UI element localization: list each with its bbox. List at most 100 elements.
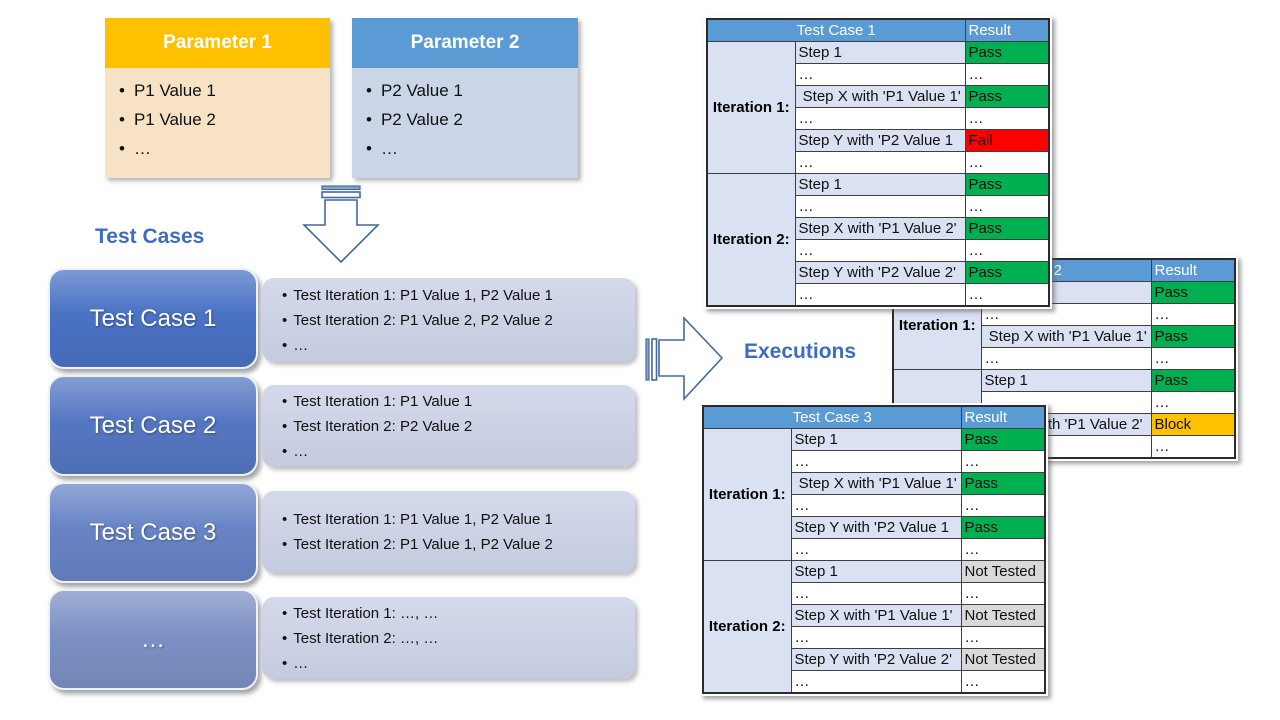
result-cell: …	[964, 63, 1050, 86]
step-cell: Step Y with 'P2 Value 2'	[794, 261, 966, 284]
result-cell: …	[960, 670, 1046, 694]
parameter-1-values: P1 Value 1P1 Value 2…	[105, 68, 330, 178]
bullet-item: P2 Value 2	[366, 105, 578, 134]
result-cell: …	[964, 283, 1050, 307]
result-cell: …	[960, 538, 1046, 561]
result-cell: Not Tested	[960, 648, 1046, 671]
result-cell: Fail	[964, 129, 1050, 152]
bullet-item: P1 Value 2	[119, 105, 330, 134]
step-cell: Step X with 'P1 Value 1'	[790, 472, 962, 495]
result-cell: Pass	[1150, 325, 1236, 348]
result-cell: Pass	[964, 85, 1050, 108]
step-cell: Step X with 'P1 Value 1'	[980, 325, 1152, 348]
step-cell: …	[980, 347, 1152, 370]
table-title: Test Case 1	[706, 18, 966, 42]
iteration-label-cell: Iteration 2:	[706, 173, 796, 307]
bullet-item: …	[366, 134, 578, 163]
result-cell: …	[964, 239, 1050, 262]
step-cell: …	[794, 239, 966, 262]
bullet-item: Test Iteration 2: …, …	[282, 626, 635, 651]
result-cell: Pass	[960, 472, 1046, 495]
bullet-item: …	[282, 439, 635, 464]
step-cell: …	[790, 626, 962, 649]
test-cases-heading: Test Cases	[95, 225, 205, 248]
step-cell: Step Y with 'P2 Value 1	[790, 516, 962, 539]
result-cell: …	[1150, 391, 1236, 414]
result-cell: …	[1150, 303, 1236, 326]
bullet-item: Test Iteration 2: P1 Value 1, P2 Value 2	[282, 532, 635, 557]
step-cell: Step 1	[790, 560, 962, 583]
result-cell: Not Tested	[960, 604, 1046, 627]
iteration-label-cell: Iteration 1:	[702, 428, 792, 561]
executions-heading: Executions	[744, 340, 857, 363]
test-case-more-label: …	[141, 625, 165, 653]
test-case-more-iterations: Test Iteration 1: …, …Test Iteration 2: …	[262, 597, 635, 679]
test-case-1-iterations: Test Iteration 1: P1 Value 1, P2 Value 1…	[262, 278, 635, 362]
bullet-item: P2 Value 1	[366, 76, 578, 105]
bullet-item: P1 Value 1	[119, 76, 330, 105]
bullet-item: Test Iteration 2: P2 Value 2	[282, 414, 635, 439]
right-arrow-icon	[645, 315, 724, 402]
step-cell: …	[980, 303, 1152, 326]
step-cell: Step Y with 'P2 Value 2'	[790, 648, 962, 671]
result-cell: …	[964, 151, 1050, 174]
step-cell: Step X with 'P1 Value 1'	[794, 85, 966, 108]
test-case-3-iterations: Test Iteration 1: P1 Value 1, P2 Value 1…	[262, 491, 635, 573]
result-cell: Block	[1150, 413, 1236, 436]
result-column-header: Result	[964, 18, 1050, 42]
parameter-2-values: P2 Value 1P2 Value 2…	[352, 68, 578, 178]
down-arrow-icon	[302, 185, 380, 264]
iteration-label-cell: Iteration 2:	[702, 560, 792, 694]
test-case-2-shape: Test Case 2	[48, 375, 258, 476]
step-cell: Step X with 'P1 Value 2'	[794, 217, 966, 240]
step-cell: …	[794, 195, 966, 218]
table-title: Test Case 3	[702, 405, 962, 429]
step-cell: …	[790, 538, 962, 561]
parameter-1-title: Parameter 1	[105, 18, 330, 68]
bullet-item: Test Iteration 1: …, …	[282, 601, 635, 626]
result-cell: Pass	[960, 428, 1046, 451]
bullet-item: Test Iteration 1: P1 Value 1, P2 Value 1	[282, 507, 635, 532]
step-cell: Step 1	[794, 41, 966, 64]
result-cell: Pass	[964, 261, 1050, 284]
result-cell: …	[960, 494, 1046, 517]
bullet-item: Test Iteration 1: P1 Value 1	[282, 389, 635, 414]
result-column-header: Result	[960, 405, 1046, 429]
result-cell: Pass	[1150, 369, 1236, 392]
step-cell: …	[790, 450, 962, 473]
bullet-item: Test Iteration 2: P1 Value 2, P2 Value 2	[282, 308, 635, 333]
result-cell: Pass	[964, 41, 1050, 64]
parameter-1-box: Parameter 1 P1 Value 1P1 Value 2…	[105, 18, 330, 178]
step-cell: Step Y with 'P2 Value 1	[794, 129, 966, 152]
result-cell: Pass	[964, 173, 1050, 196]
test-case-3-shape: Test Case 3	[48, 482, 258, 583]
step-cell: …	[790, 494, 962, 517]
result-cell: …	[1150, 435, 1236, 459]
bullet-item: …	[119, 134, 330, 163]
step-cell: …	[790, 670, 962, 694]
step-cell: Step 1	[790, 428, 962, 451]
result-column-header: Result	[1150, 258, 1236, 282]
result-cell: …	[960, 450, 1046, 473]
result-cell: …	[964, 195, 1050, 218]
result-cell: Pass	[960, 516, 1046, 539]
step-cell: …	[794, 107, 966, 130]
iteration-label-cell: Iteration 1:	[706, 41, 796, 174]
parameter-2-title: Parameter 2	[352, 18, 578, 68]
result-cell: Pass	[964, 217, 1050, 240]
test-case-1-shape: Test Case 1	[48, 268, 258, 369]
test-case-more-shape: …	[48, 589, 258, 690]
step-cell: …	[794, 151, 966, 174]
result-cell: …	[960, 582, 1046, 605]
bullet-item: …	[282, 651, 635, 676]
bullet-item: …	[282, 333, 635, 358]
result-cell: …	[960, 626, 1046, 649]
step-cell: Step 1	[794, 173, 966, 196]
step-cell: …	[794, 283, 966, 307]
step-cell: …	[794, 63, 966, 86]
